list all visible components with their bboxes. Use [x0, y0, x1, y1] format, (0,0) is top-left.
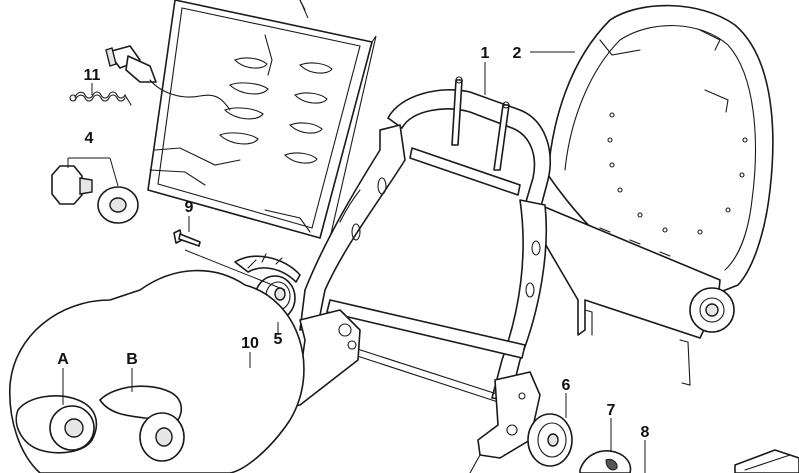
callout-2: 2 — [513, 45, 522, 62]
callout-6: 6 — [562, 377, 571, 394]
callout-11: 11 — [84, 67, 101, 84]
cover-clip-holes — [607, 112, 748, 235]
recliner-disc — [527, 413, 573, 467]
callout-4: 4 — [85, 130, 94, 147]
mat-slots — [219, 57, 333, 164]
nut-and-washer — [51, 165, 139, 224]
lumbar-support-mat — [147, 0, 377, 239]
callout-labels: 1 2 11 4 9 5 10 6 7 8 A B — [57, 45, 649, 441]
lumbar-connector-cable — [105, 45, 231, 111]
rear-cross-plate — [539, 204, 735, 386]
callout-8: 8 — [641, 424, 650, 441]
callout-9: 9 — [185, 199, 194, 216]
callout-5: 5 — [274, 331, 283, 348]
callout-A: A — [57, 351, 69, 368]
callout-1: 1 — [481, 45, 490, 62]
variant-a-nut — [15, 395, 98, 454]
callout-7: 7 — [607, 402, 616, 419]
callout-10: 10 — [241, 335, 259, 352]
handle-cap — [579, 450, 632, 473]
tension-spring — [69, 91, 132, 106]
leader-lines — [62, 0, 646, 473]
callout-B: B — [126, 351, 138, 368]
variant-b-nut — [99, 385, 185, 462]
detail-inset — [9, 249, 305, 473]
backrest-frame — [261, 76, 551, 473]
direction-arrow-icon — [734, 449, 799, 473]
bolt-9 — [173, 229, 201, 247]
